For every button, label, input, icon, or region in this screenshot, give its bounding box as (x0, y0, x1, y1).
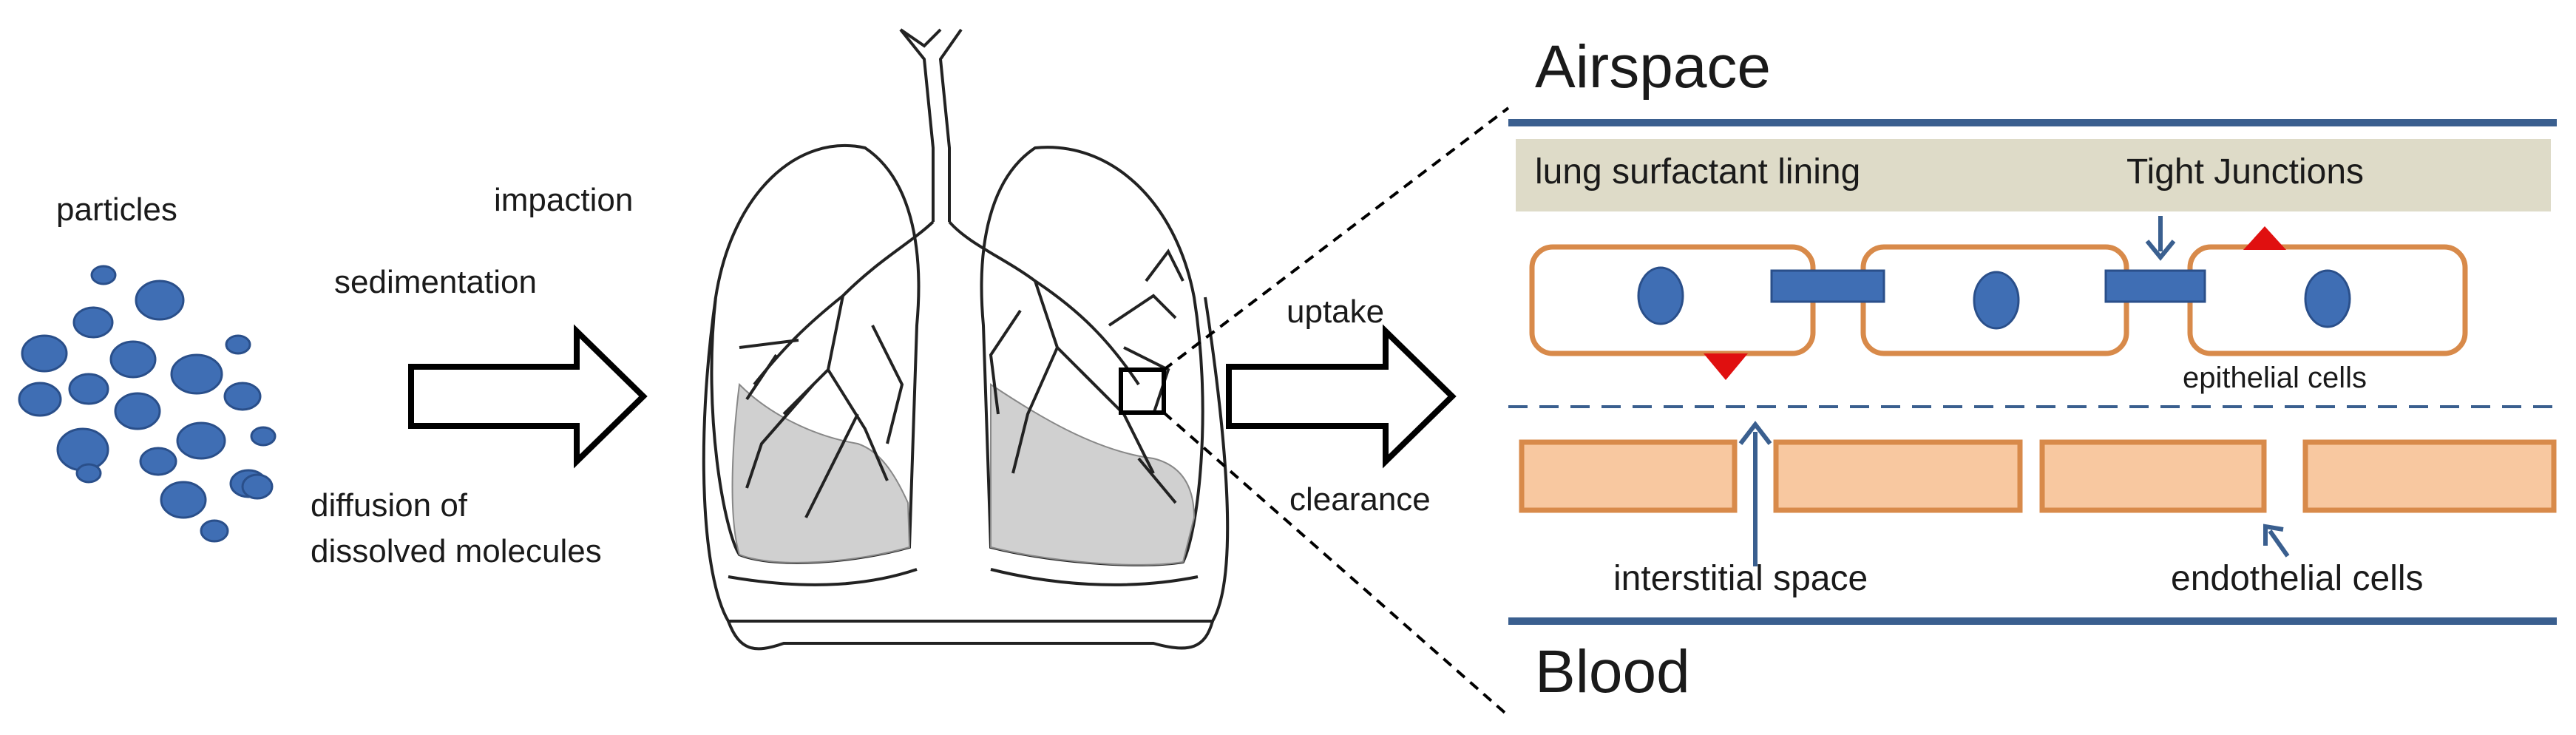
particle (75, 463, 102, 484)
cell-nucleus (1973, 271, 2020, 330)
endothelial-cells-label: endothelial cells (2171, 559, 2424, 598)
zoom-line-bottom (1162, 411, 1510, 717)
epithelial-cells-label: epithelial cells (2183, 362, 2367, 394)
tight-junctions-label: Tight Junctions (2126, 152, 2364, 192)
interstitial-space-label: interstitial space (1613, 559, 1868, 598)
particle (109, 340, 157, 379)
endothelial-cell (2302, 439, 2557, 513)
endothelial-layer (1519, 439, 2557, 513)
endothelial-cell (1773, 439, 2023, 513)
zoom-box (1119, 368, 1166, 415)
sedimentation-label: sedimentation (334, 264, 537, 300)
particle (241, 473, 274, 500)
particle (170, 353, 223, 395)
particle (21, 334, 68, 373)
uptake-label: uptake (1287, 294, 1384, 330)
particle (200, 519, 229, 543)
deposition-arrow (408, 324, 648, 469)
surfactant-label: lung surfactant lining (1535, 152, 1860, 192)
particle (176, 421, 226, 460)
diffusion-label-line2: dissolved molecules (311, 533, 602, 569)
impaction-label: impaction (494, 182, 633, 218)
particle (135, 280, 185, 321)
epithelial-layer (1529, 226, 2468, 380)
particle (68, 373, 109, 405)
particle (18, 382, 62, 417)
endothelial-cell (2039, 439, 2267, 513)
airspace-label: Airspace (1535, 33, 1771, 101)
particles-label: particles (56, 192, 177, 228)
surfactant-lining (1516, 139, 2551, 211)
particle (72, 306, 114, 339)
particle (139, 447, 177, 476)
zoom-line-top (1162, 106, 1510, 371)
particle (114, 392, 161, 430)
tight-junction-arrowhead (2145, 240, 2176, 261)
cell-nucleus (1637, 266, 1684, 325)
particle (225, 334, 251, 355)
lung-illustration (702, 28, 1230, 651)
transporter-marker-apical (2243, 226, 2286, 250)
particle (160, 481, 207, 519)
particle (223, 382, 262, 411)
particle-cluster (18, 265, 277, 543)
tight-junction (1770, 269, 1885, 303)
particle (90, 265, 117, 285)
blood-label: Blood (1535, 638, 1690, 705)
cell-nucleus (2304, 269, 2351, 328)
interstitial-arrowhead (1738, 421, 1772, 445)
particle (56, 427, 109, 472)
endothelial-cell (1519, 439, 1738, 513)
uptake-arrow (1226, 324, 1457, 469)
tight-junction (2104, 269, 2206, 303)
endothelial-arrowhead (2263, 524, 2284, 546)
transporter-marker-basal (1704, 353, 1748, 380)
clearance-label: clearance (1289, 481, 1431, 518)
particle (250, 426, 277, 447)
diffusion-label-line1: diffusion of (311, 487, 468, 524)
endothelial-arrow (2268, 529, 2290, 558)
